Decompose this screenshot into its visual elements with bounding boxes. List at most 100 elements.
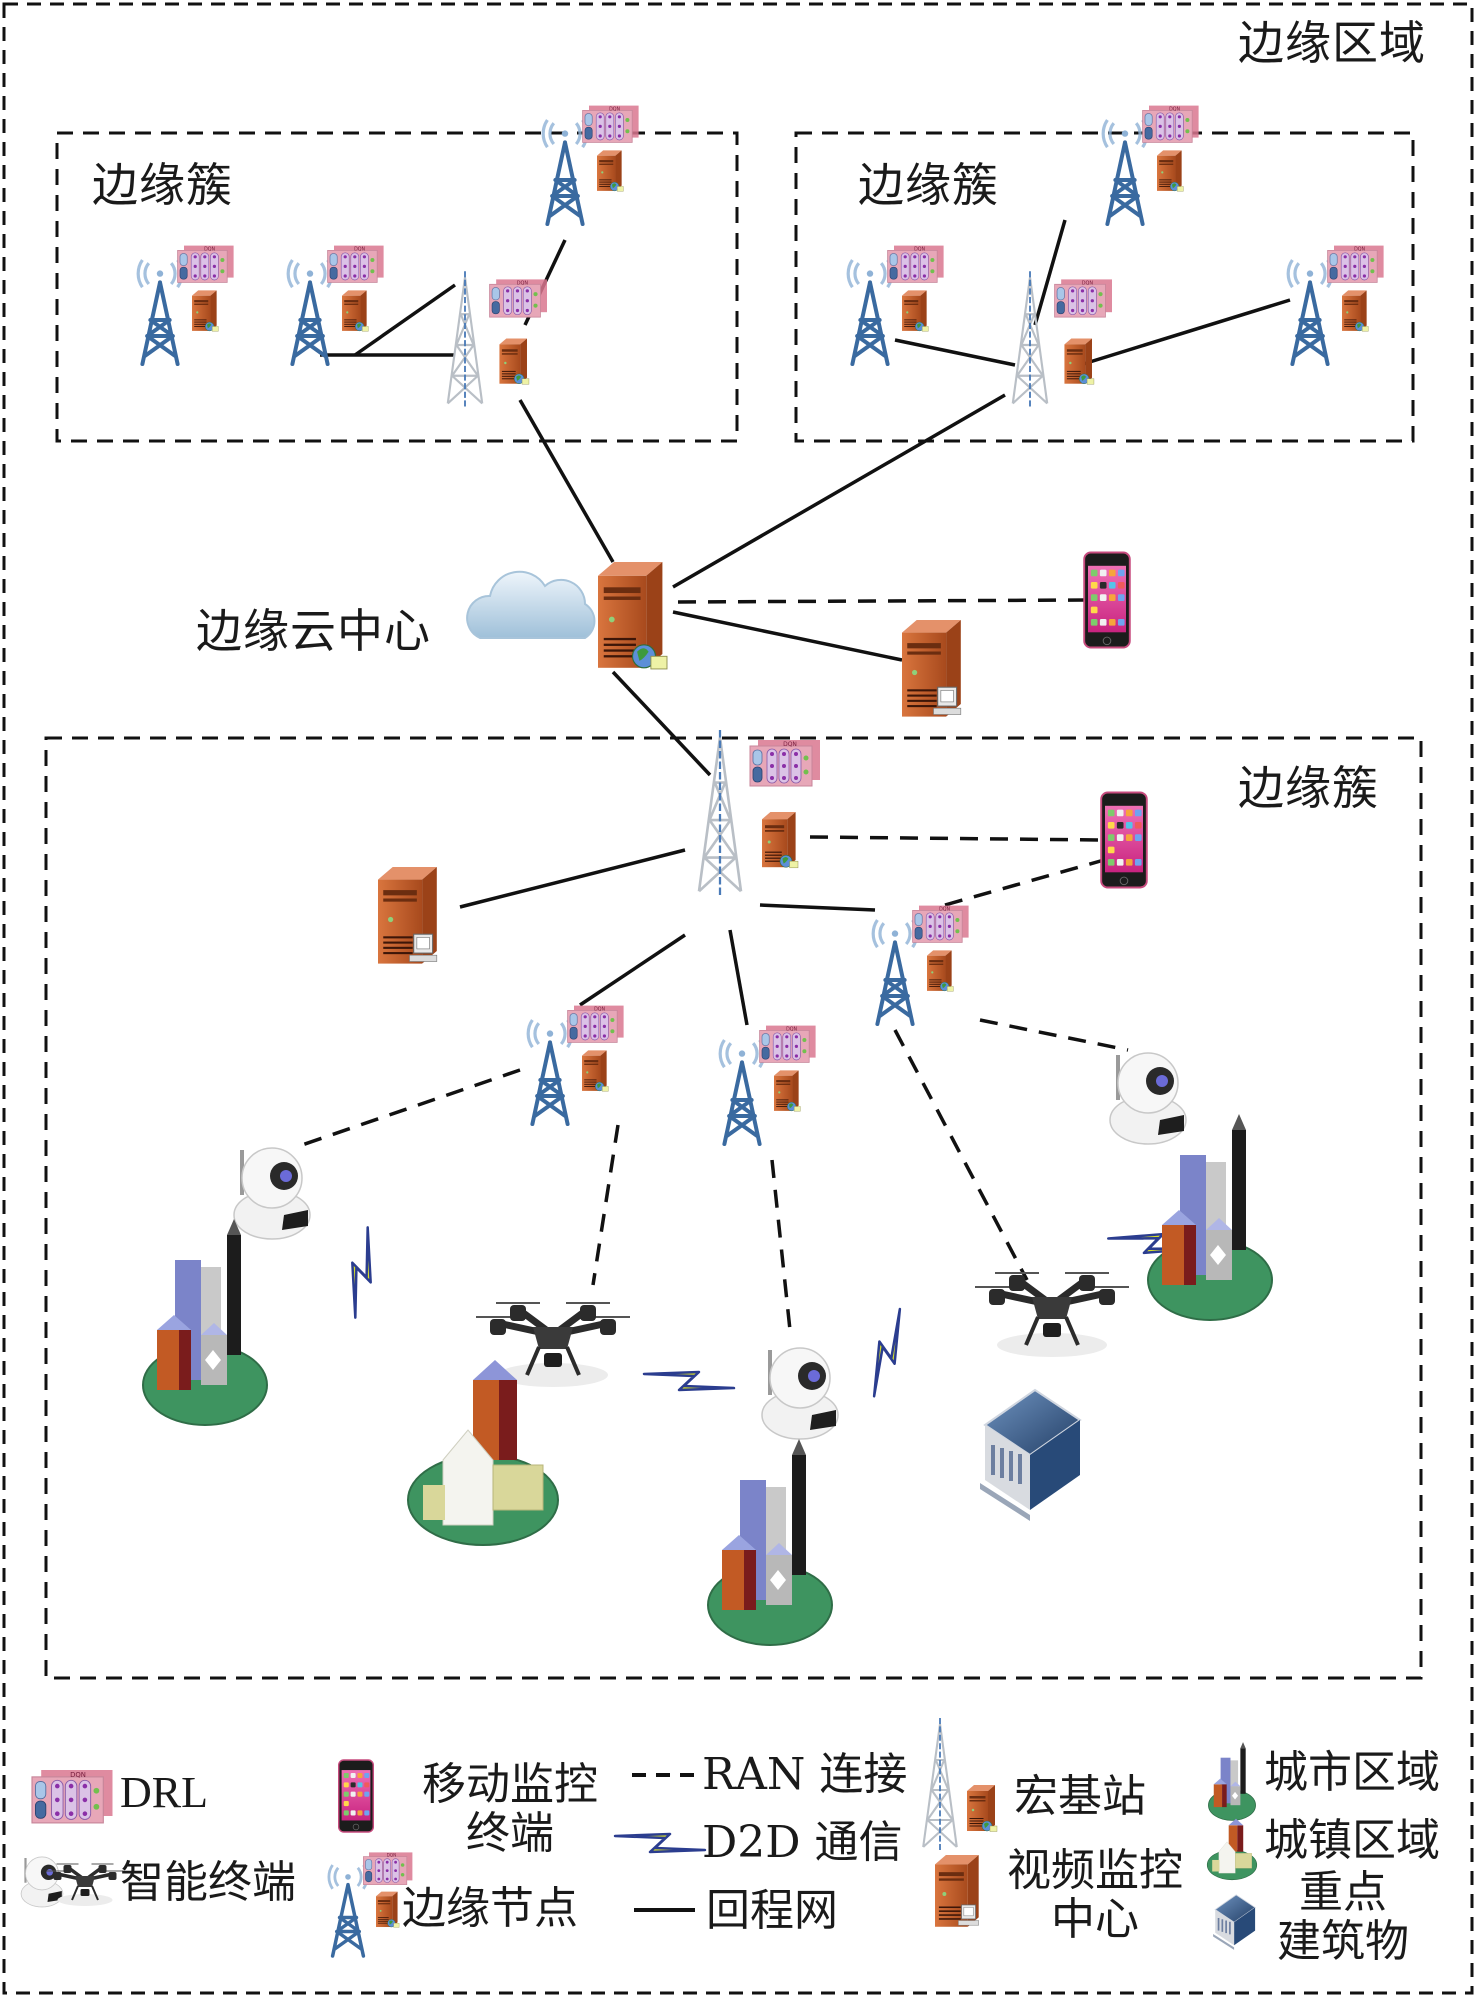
edge-node-tl_edge_1: DQN [286,245,384,367]
edge-server-icon [1342,290,1369,332]
backhaul-link-cloud_server-tr_macro [672,393,1006,589]
edge-tower-icon [526,1019,574,1127]
edge-node-tr_edge_1: DQN [846,245,944,367]
edge-server-icon [902,290,929,332]
edge-tower-icon [871,919,919,1027]
d2d-bolt-24 [872,1307,902,1398]
ran-link-b_edge_3-drone_2 [893,1029,1029,1281]
legend-icons: DQN DQN [20,1717,1258,1958]
macro-server-icon [499,338,530,385]
legend-urban-icon [1208,1742,1256,1821]
drl-badge-label: DQN [594,1006,605,1012]
mobile-monitor-terminal-center_phone [1083,551,1131,649]
drl-badge-icon: DQN [567,1005,624,1043]
backhaul-link-tl_macro-tl_edge_2 [353,283,457,357]
edge-tower-icon [1286,259,1334,367]
edge-tower-icon [1101,119,1149,227]
edge-server-icon [774,1070,801,1112]
video-monitoring-center-center_vmc [902,620,962,717]
drl-badge-icon: DQN [1054,279,1112,318]
backhaul-link-b_macro-b_edge_2 [728,929,749,1026]
edge-server-icon [376,1891,400,1928]
drl-badge-label: DQN [70,1771,86,1779]
legend-video-center-line2: 中心 [1051,1894,1139,1946]
ran-link-b_edge_1-drone_1 [591,1124,620,1286]
legend-town-area: 城镇区域 [1264,1815,1440,1866]
backhaul-link-tr_macro-tr_edge_2 [1079,298,1291,367]
ran-link-b_edge_3-b_phone [944,858,1105,907]
drl-badge-icon: DQN [887,245,944,283]
mobile-monitor-terminal-b_phone [1100,791,1148,889]
backhaul-link-b_macro-b_edge_3 [759,903,876,912]
drl-badge-label: DQN [354,246,365,252]
edge-tower-icon [286,259,334,367]
drl-badge-label: DQN [1082,280,1094,286]
legend-ran: RAN 连接 [702,1749,908,1800]
urban-area-city_3 [707,1439,833,1646]
legend-phone-icon [338,1759,374,1833]
drl-badge-icon: DQN [912,905,969,943]
backhaul-link-tr_macro-tr_edge_1 [894,338,1016,367]
legend-smart-terminal: 智能终端 [120,1857,296,1908]
legend-key-building-line2: 建筑物 [1277,1916,1409,1968]
edge-tower-icon [846,259,894,367]
smart-drone-drone_1 [476,1302,630,1387]
legend-key-building-icon [1213,1894,1256,1950]
d2d-bolt-22 [351,1226,372,1319]
edge-cloud-icon [466,570,596,639]
backhaul-link-cloud_server-tl_macro [518,399,615,563]
backhaul-link-b_macro-b_edge_1 [579,933,686,1007]
drl-badge-label: DQN [204,246,215,252]
macro-tower-icon [697,730,743,895]
macro-station-b_macro: DQN [697,730,820,895]
legend-drl: DRL [120,1768,208,1817]
drl-badge-icon: DQN [1327,245,1384,283]
legend-camera-icon [20,1856,64,1908]
legend-macro-server-icon [967,1785,998,1832]
edge-cluster-label-bottom: 边缘簇 [1238,761,1379,815]
drl-badge-icon: DQN [327,245,384,283]
ran-link-cloud_server-center_phone [677,598,1088,604]
urban-area-city_2 [1147,1114,1273,1321]
edge-cloud-center-label: 边缘云中心 [196,604,431,658]
drl-badge-icon: DQN [489,279,547,318]
smart-camera-cam_1 [233,1147,311,1240]
legend-video-center-icon [935,1855,979,1927]
legend-key-building-line1: 重点 [1299,1867,1387,1918]
legend-video-center: 视频监控 中心 [990,1846,1200,1945]
drl-badge-label: DQN [786,1026,797,1032]
macro-server-icon [762,812,799,869]
edge-node-b_edge_1: DQN [526,1005,624,1127]
macro-station-tr_macro: DQN [1011,271,1112,407]
legend-edge-node: 边缘节点 [402,1883,578,1934]
edge-cluster-top-right-boundary [794,131,1415,443]
edge-tower-icon [327,1864,369,1958]
edge-cluster-label-top-left: 边缘簇 [92,158,233,212]
drl-badge-label: DQN [517,280,529,286]
edge-tower-icon [541,119,589,227]
backhaul-link-tr_macro-tr_edge_3 [1033,219,1067,326]
edge-cluster-top-left-boundary [55,131,739,443]
legend-key-building: 重点 建筑物 [1258,1868,1428,1967]
legend-macro-tower-icon [922,1717,958,1851]
smart-camera-cam_3 [1109,1052,1187,1145]
smart-drone-drone_2 [975,1272,1129,1357]
macro-tower-icon [1011,271,1049,407]
d2d-bolt-23 [642,1370,736,1392]
drl-badge-label: DQN [387,1853,397,1858]
ran-link-b_edge_3-cam_3 [979,1018,1129,1052]
drl-badge-icon: DQN [1142,105,1199,143]
drl-badge-icon: DQN [749,740,820,787]
drl-badge-icon: DQN [177,245,234,283]
legend-d2d: D2D 通信 [702,1817,903,1868]
urban-area-city_1 [142,1219,268,1426]
edge-server-icon [1157,150,1184,192]
drl-badge-label: DQN [914,246,925,252]
key-building-key_bldg [980,1388,1082,1521]
edge-node-tl_edge_3: DQN [541,105,639,227]
backhaul-link-cloud_server-b_macro [611,670,712,777]
macro-tower-icon [446,271,484,407]
legend-town-icon [1206,1818,1258,1881]
edge-tower-icon [718,1039,766,1147]
